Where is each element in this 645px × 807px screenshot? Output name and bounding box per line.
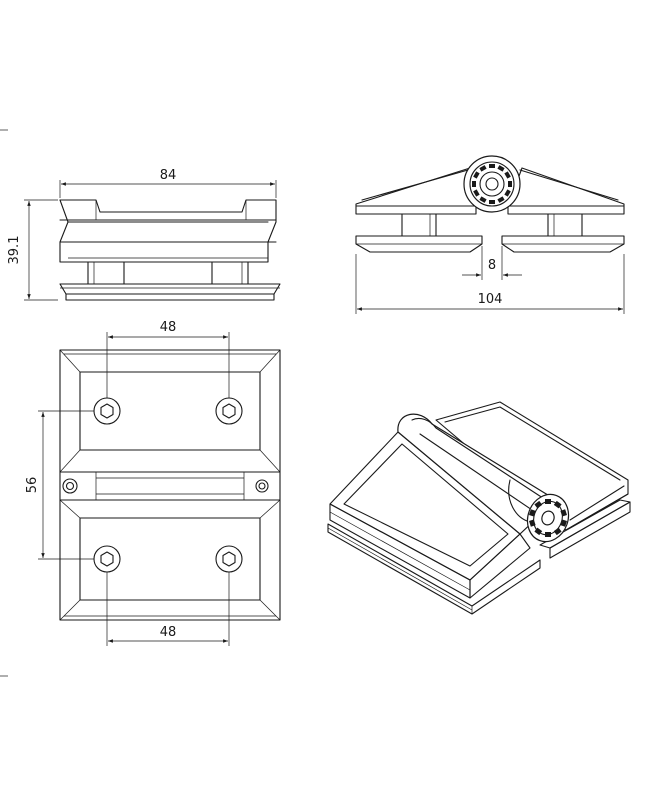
- dimension-label-84: 84: [160, 168, 177, 183]
- dimension-top-hole-spacing: 48: [106, 320, 230, 398]
- dimension-label-56: 56: [25, 477, 40, 494]
- top-view: [59, 349, 281, 621]
- side-view: [355, 155, 625, 253]
- isometric-view: [327, 401, 631, 615]
- dimension-side-gap: 8: [462, 246, 522, 280]
- dimension-bottom-hole-spacing: 48: [106, 572, 230, 646]
- knuckle-teeth: [472, 164, 512, 204]
- dimension-vertical-hole-spacing: 56: [25, 410, 94, 560]
- dimension-label-48-top: 48: [160, 320, 177, 335]
- dimension-front-height: 39.1: [7, 199, 58, 301]
- dimension-label-39-1: 39.1: [7, 236, 22, 265]
- dimension-label-8: 8: [488, 258, 496, 273]
- iso-knuckle-teeth: [529, 499, 567, 537]
- front-view: [59, 199, 281, 301]
- dimension-label-48-bottom: 48: [160, 625, 177, 640]
- margin-ticks: [0, 129, 8, 677]
- dimension-label-104: 104: [478, 292, 503, 307]
- dimension-side-width: 104: [355, 254, 625, 314]
- dimension-front-width: 84: [59, 168, 277, 198]
